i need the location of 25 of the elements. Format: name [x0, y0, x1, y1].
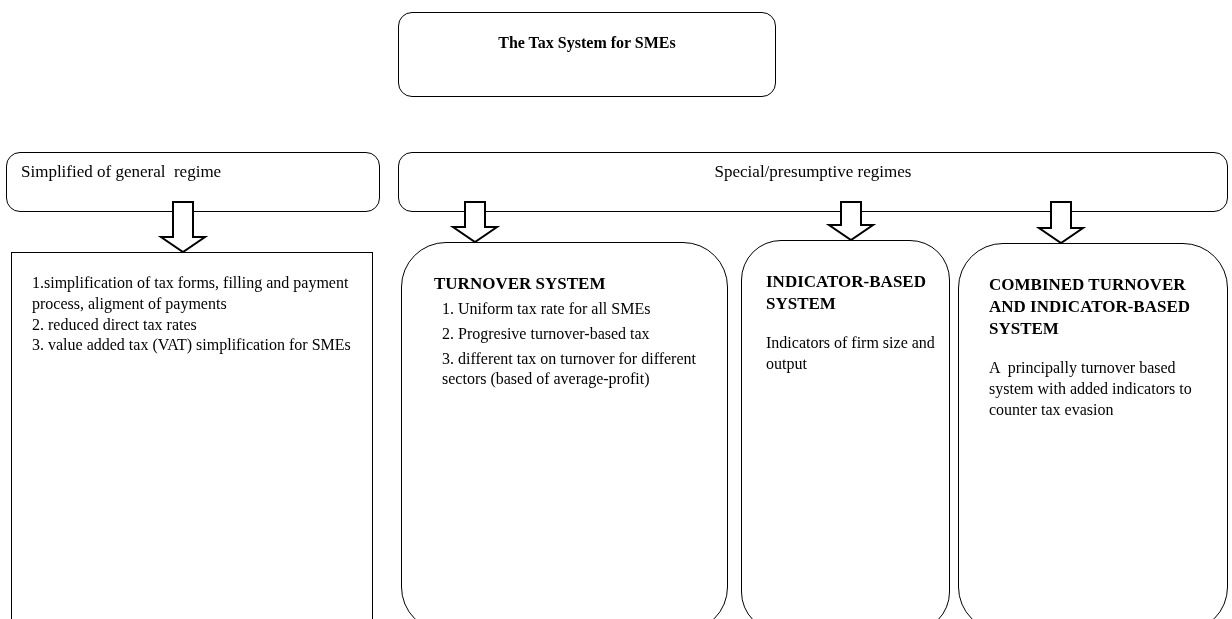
regime-box — [398, 152, 1228, 212]
system-heading: INDICATOR-BASED SYSTEM — [766, 271, 927, 316]
diagram-heading: The Tax System for SMEs — [497, 33, 677, 54]
list-item: 3. different tax on turnover for different sectors (based of average-profit) — [442, 348, 697, 390]
regime-label: Simplified of general regime — [21, 161, 223, 183]
system-box — [741, 240, 950, 619]
system-box — [401, 242, 728, 619]
measures-box — [11, 252, 373, 619]
regime-label: Special/presumptive regimes — [713, 161, 913, 183]
title-box — [398, 12, 776, 97]
list-item: 1. Uniform tax rate for all SMEs — [442, 299, 652, 320]
list-item: 2. reduced direct tax rates — [32, 314, 198, 335]
block-arrow — [1035, 201, 1087, 245]
system-heading: COMBINED TURNOVER AND INDICATOR-BASED SYSTEM — [989, 274, 1192, 341]
block-arrow — [157, 201, 209, 254]
system-box — [958, 243, 1228, 619]
regime-box — [6, 152, 380, 212]
list-item: 1.simplification of tax forms, filling and payment process, aligment of payments — [32, 273, 350, 315]
block-arrow — [825, 201, 877, 242]
list-item: 3. value added tax (VAT) simplification for SMEs — [32, 335, 352, 356]
description-text: Indicators of firm size and output — [766, 333, 936, 375]
system-heading: TURNOVER SYSTEM — [434, 273, 607, 295]
description-text: A principally turnover based system with added indicators to counter tax evasion — [989, 358, 1193, 420]
block-arrow — [449, 201, 501, 244]
list-item: 2. Progresive turnover-based tax — [442, 323, 651, 345]
